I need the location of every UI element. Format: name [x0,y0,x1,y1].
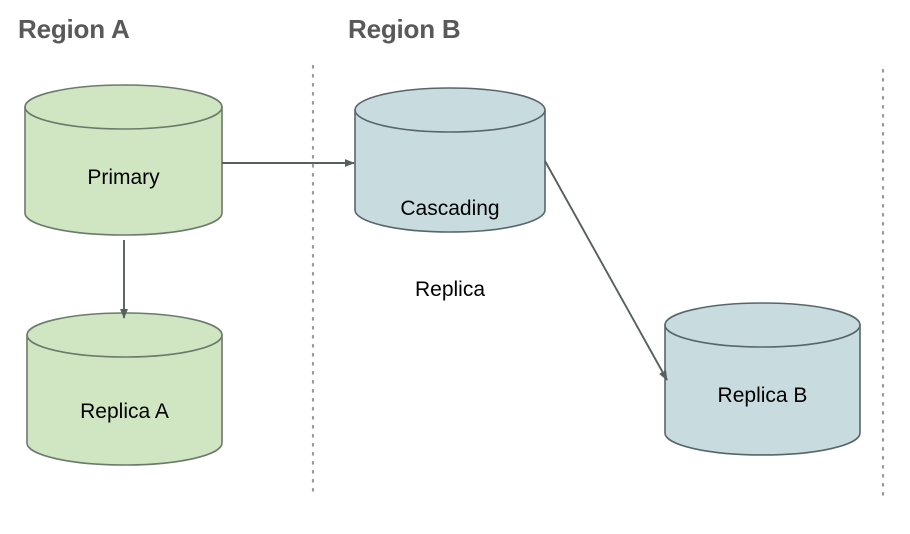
replica-b-cylinder-top [664,302,861,348]
cascading-replica-cylinder-body [354,109,546,233]
node-replica-a[interactable] [26,312,223,466]
edge-cascading-replica-to-replica-b [544,160,668,381]
cascading-replica-cylinder-top [354,87,546,133]
primary-cylinder-top [24,84,223,130]
replica-a-cylinder-body [26,334,223,466]
node-primary[interactable] [24,84,223,236]
region-a-heading: Region A [18,14,130,44]
node-cascading-replica[interactable] [354,87,546,233]
replica-b-cylinder-body [664,324,861,456]
replica-a-cylinder-top [26,312,223,358]
primary-cylinder-body [24,106,223,236]
node-replica-b[interactable] [664,302,861,456]
region-b-heading: Region B [348,14,461,44]
